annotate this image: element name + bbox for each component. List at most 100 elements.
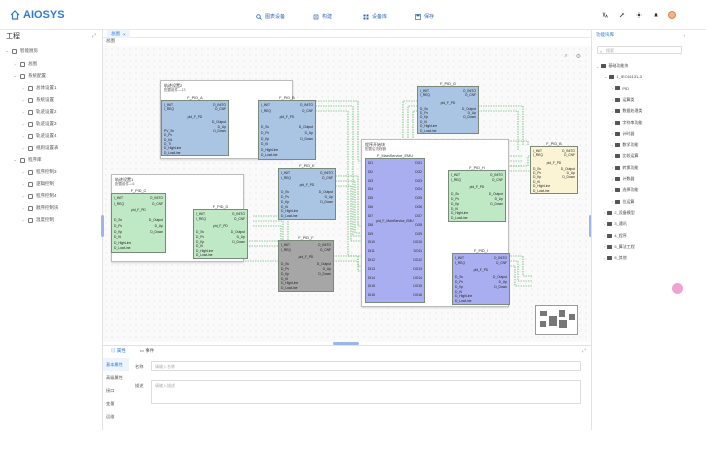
chevron-right-icon[interactable]: › xyxy=(683,32,686,38)
input-pin[interactable]: D_LowLine xyxy=(281,286,298,291)
input-pin[interactable]: D_Kp xyxy=(455,284,464,289)
library-item[interactable]: ›5_算法工程 xyxy=(604,244,635,250)
input-pin[interactable]: DI6 xyxy=(368,205,374,210)
chevron-right-icon[interactable]: › xyxy=(22,193,24,199)
input-pin[interactable]: DI11 xyxy=(368,249,375,254)
input-pin[interactable]: I_REQ xyxy=(420,93,430,98)
output-pin[interactable]: O_INITO xyxy=(319,171,333,175)
output-pin[interactable]: O_INITO xyxy=(299,103,313,107)
input-pin[interactable]: D_LowLine xyxy=(164,150,181,155)
input-pin[interactable]: I_INIT xyxy=(281,243,290,247)
sidebar-item[interactable]: ›规则设置表 xyxy=(21,145,59,151)
input-pin[interactable]: D_Sv xyxy=(451,192,460,197)
input-pin[interactable]: I_INIT xyxy=(455,256,464,260)
input-pin[interactable]: D_Ki xyxy=(451,206,459,211)
input-pin[interactable]: D_Kp xyxy=(261,136,270,141)
input-pin[interactable]: DI7 xyxy=(368,213,374,218)
input-pin[interactable]: D_LowLine xyxy=(420,128,437,133)
chevron-right-icon[interactable]: › xyxy=(612,120,614,125)
left-panel-handle[interactable] xyxy=(101,215,104,237)
input-pin[interactable]: D_LowLine xyxy=(261,153,278,158)
input-pin[interactable]: D_Pv xyxy=(114,224,123,228)
output-pin[interactable]: D_Output xyxy=(316,262,331,267)
input-pin[interactable]: D_Kp xyxy=(114,229,123,234)
library-item[interactable]: ›运算类 xyxy=(612,97,634,103)
input-pin[interactable]: I_INIT xyxy=(164,103,173,107)
input-pin[interactable]: I_INIT xyxy=(196,212,205,216)
output-pin[interactable]: D_Output xyxy=(298,125,313,130)
input-pin[interactable]: D_LowLine xyxy=(196,253,213,258)
input-pin[interactable]: D_Kp xyxy=(196,239,205,244)
translate-icon[interactable] xyxy=(602,12,608,18)
output-pin[interactable]: DO16 xyxy=(413,293,422,298)
output-pin[interactable]: DO4 xyxy=(415,187,422,192)
input-pin[interactable]: D_HighLine xyxy=(281,209,299,214)
assistant-button[interactable] xyxy=(672,283,683,294)
chevron-right-icon[interactable]: › xyxy=(612,176,614,182)
chevron-down-icon[interactable]: › xyxy=(604,233,606,238)
chevron-right-icon[interactable]: › xyxy=(612,187,614,193)
input-pin[interactable]: D_Sv xyxy=(455,275,464,280)
output-pin[interactable]: O_CNF xyxy=(563,153,575,158)
output-pin[interactable]: O_CNF xyxy=(491,177,503,182)
output-pin[interactable]: D_Up xyxy=(324,195,333,199)
output-pin[interactable]: O_INITO xyxy=(212,103,226,107)
tab-properties[interactable]: ▤ 属性 xyxy=(111,348,126,353)
input-pin[interactable]: D_Pv xyxy=(281,195,290,199)
chevron-down-icon[interactable]: ⌄ xyxy=(596,63,600,69)
library-item[interactable]: ›计时器 xyxy=(612,131,634,137)
input-pin[interactable]: D_Pv xyxy=(420,111,429,115)
input-pin[interactable]: DI4 xyxy=(368,187,374,192)
side-nav-item[interactable]: 接口 xyxy=(106,388,115,393)
bottom-panel-handle[interactable] xyxy=(333,342,359,345)
input-pin[interactable]: D_Pv xyxy=(533,171,542,175)
output-pin[interactable]: O_CNF xyxy=(464,93,476,98)
tab-events[interactable]: ▭ 事件 xyxy=(139,348,155,353)
output-pin[interactable]: O_CNF xyxy=(319,247,331,252)
library-item[interactable]: ›数据处理类 xyxy=(612,108,642,114)
description-input[interactable]: 请输入描述 xyxy=(151,380,581,404)
input-pin[interactable]: I_INIT xyxy=(533,149,542,153)
output-pin[interactable]: D_Down xyxy=(213,129,226,133)
library-item[interactable]: ›计数器 xyxy=(612,176,634,182)
library-item[interactable]: ⌄1_IEC61131-3 xyxy=(604,74,642,79)
chevron-right-icon[interactable]: › xyxy=(612,142,614,148)
output-pin[interactable]: D_Up xyxy=(217,124,226,129)
chevron-down-icon[interactable]: ⌄ xyxy=(13,157,17,162)
input-pin[interactable]: D_Ki xyxy=(281,276,289,281)
sidebar-item[interactable]: ›程序控制4 xyxy=(21,193,57,199)
output-pin[interactable]: DO9 xyxy=(415,231,422,236)
input-pin[interactable]: I_REQ xyxy=(451,177,461,182)
sidebar-item[interactable]: ›逻辑控制 xyxy=(21,181,54,187)
library-item[interactable]: ⌄基础功能块 xyxy=(596,63,628,69)
input-pin[interactable]: I_INIT xyxy=(420,89,429,93)
input-pin[interactable]: D_Sv xyxy=(281,262,290,267)
input-pin[interactable]: I_REQ xyxy=(281,175,291,180)
output-pin[interactable]: D_Output xyxy=(492,275,507,280)
output-pin[interactable]: O_INITO xyxy=(317,243,331,247)
output-pin[interactable]: D_Up xyxy=(154,224,163,228)
output-pin[interactable]: O_INITO xyxy=(149,196,163,200)
chevron-right-icon[interactable]: › xyxy=(612,108,614,114)
input-pin[interactable]: D_Sv xyxy=(261,125,270,130)
minimap[interactable] xyxy=(535,305,578,335)
chevron-down-icon[interactable]: › xyxy=(604,244,606,250)
input-pin[interactable]: DI16 xyxy=(368,293,375,298)
menu-item-devices[interactable]: 图表设备 xyxy=(256,13,285,20)
input-pin[interactable]: DI2 xyxy=(368,169,374,174)
output-pin[interactable]: D_Down xyxy=(494,284,507,289)
input-pin[interactable]: I_INIT xyxy=(114,196,123,200)
output-pin[interactable]: O_CNF xyxy=(301,108,313,113)
output-pin[interactable]: D_Up xyxy=(304,131,313,135)
input-pin[interactable]: D_HighLine xyxy=(420,124,438,129)
side-nav-item[interactable]: 基本属性 xyxy=(103,358,129,371)
input-pin[interactable]: D_LowLine xyxy=(533,188,550,193)
chevron-right-icon[interactable]: › xyxy=(22,109,24,115)
input-pin[interactable]: D_Sv xyxy=(420,106,429,111)
